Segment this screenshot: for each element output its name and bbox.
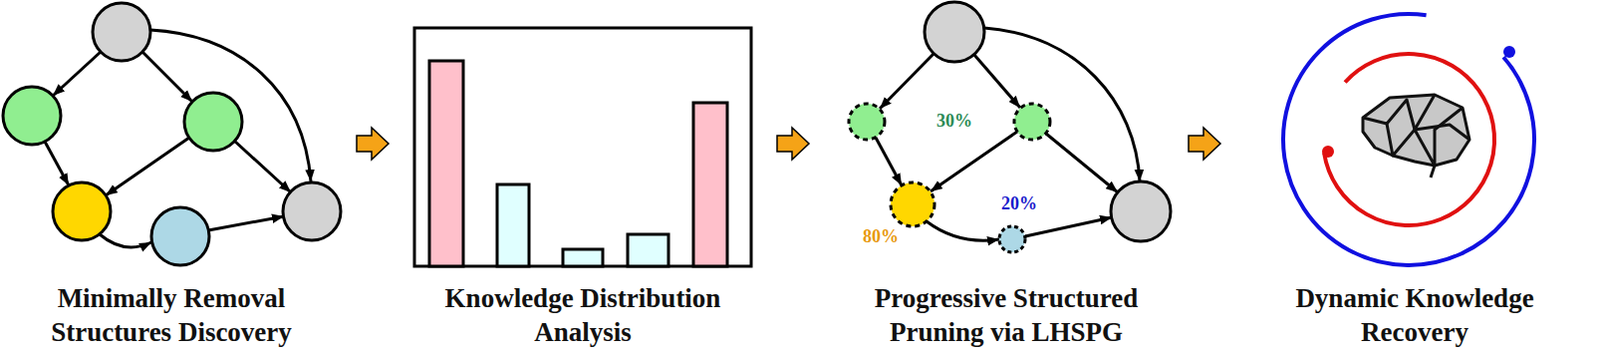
- pruned-graph-nodes: [848, 1, 1171, 253]
- pruned-graph-edges: [875, 27, 1140, 241]
- brain-icon: [1362, 94, 1470, 178]
- step-caption: Dynamic Knowledge Recovery: [1270, 280, 1560, 349]
- step-arrows: [356, 127, 1221, 160]
- recovery-arcs: [1283, 13, 1535, 266]
- pruning-ratio: 30%: [934, 110, 975, 131]
- bar-chart: [414, 27, 752, 267]
- step-caption: Minimally Removal Structures Discovery: [21, 280, 321, 349]
- step-caption: Knowledge Distribution Analysis: [413, 280, 753, 349]
- step-caption: Progressive Structured Pruning via LHSPG: [841, 280, 1171, 349]
- pruning-ratio: 80%: [860, 226, 901, 247]
- pruning-ratio: 20%: [999, 193, 1040, 214]
- graph-nodes: [2, 2, 341, 266]
